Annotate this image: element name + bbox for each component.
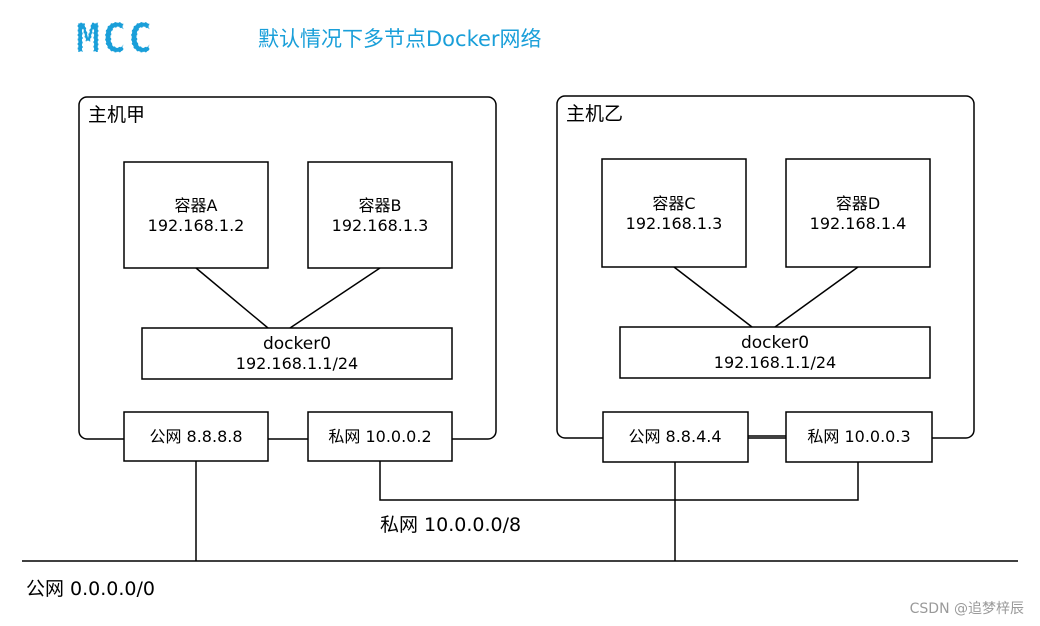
link-container-c-bridge <box>673 266 753 328</box>
host-b-private-nic-label: 私网 10.0.0.3 <box>807 427 910 446</box>
diagram-title: 默认情况下多节点Docker网络 <box>258 27 542 51</box>
bridge-b-name: docker0 <box>741 333 809 353</box>
public-network-label: 公网 0.0.0.0/0 <box>26 578 155 600</box>
private-network-label: 私网 10.0.0.0/8 <box>380 514 521 536</box>
bridge-b-ip: 192.168.1.1/24 <box>714 353 836 372</box>
container-a-ip: 192.168.1.2 <box>148 216 245 235</box>
host-b-public-nic-label: 公网 8.8.4.4 <box>628 427 721 446</box>
container-b-ip: 192.168.1.3 <box>332 216 429 235</box>
private-network-link <box>379 461 859 501</box>
bridge-a-name: docker0 <box>263 334 331 354</box>
host-b-box <box>556 95 975 439</box>
host-a-box <box>78 96 497 440</box>
link-container-d-bridge <box>774 266 859 328</box>
watermark: CSDN @追梦梓辰 <box>910 601 1024 617</box>
link-container-a-bridge <box>195 267 269 329</box>
container-a-name: 容器A <box>175 196 218 215</box>
container-d-ip: 192.168.1.4 <box>810 214 907 233</box>
bridge-b-box <box>619 326 931 379</box>
container-c-name: 容器C <box>652 194 695 213</box>
bridge-a-box <box>141 327 453 380</box>
host-b-private-nic <box>785 411 933 463</box>
mcc-logo: MCC <box>75 15 154 62</box>
host-a-public-nic-label: 公网 8.8.8.8 <box>149 427 242 446</box>
container-d-box <box>785 158 931 268</box>
container-c-ip: 192.168.1.3 <box>626 214 723 233</box>
container-d-name: 容器D <box>836 194 880 213</box>
container-a-box <box>123 161 269 269</box>
bridge-a-ip: 192.168.1.1/24 <box>236 354 358 373</box>
host-a-private-nic <box>307 411 453 462</box>
host-a-label: 主机甲 <box>88 104 145 126</box>
link-container-b-bridge <box>289 267 381 329</box>
host-a-private-nic-label: 私网 10.0.0.2 <box>328 427 431 446</box>
host-b-label: 主机乙 <box>566 103 623 125</box>
container-c-box <box>601 158 747 268</box>
container-b-box <box>307 161 453 269</box>
logo-text: MCC <box>76 16 154 62</box>
container-b-name: 容器B <box>359 196 402 215</box>
host-b-public-nic <box>602 411 749 463</box>
host-a-public-nic <box>123 411 269 462</box>
